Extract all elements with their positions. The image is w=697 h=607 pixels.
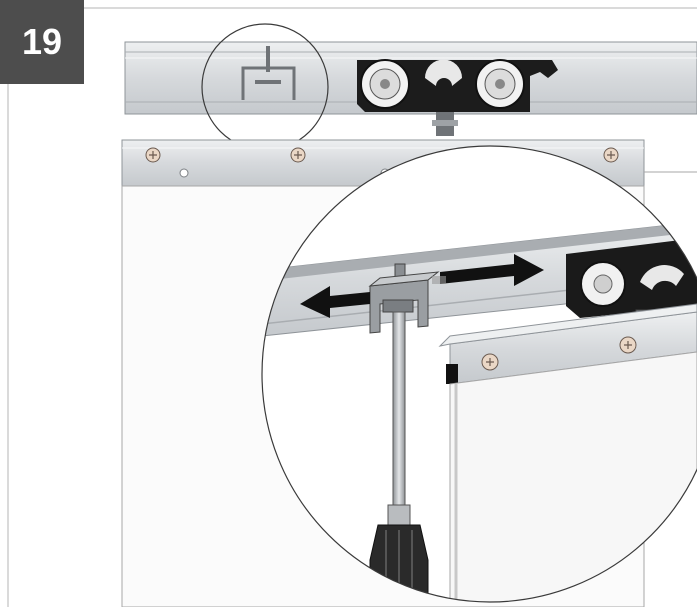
zoom-door-panel <box>449 351 697 602</box>
rail-clamp <box>241 46 296 100</box>
roller-icon <box>357 59 558 136</box>
zoom-clamp <box>368 263 440 334</box>
zoom-detail <box>261 145 697 603</box>
step-number-badge: 19 <box>0 0 84 84</box>
double-arrow-icon <box>300 254 544 318</box>
zoom-roller <box>566 238 697 329</box>
